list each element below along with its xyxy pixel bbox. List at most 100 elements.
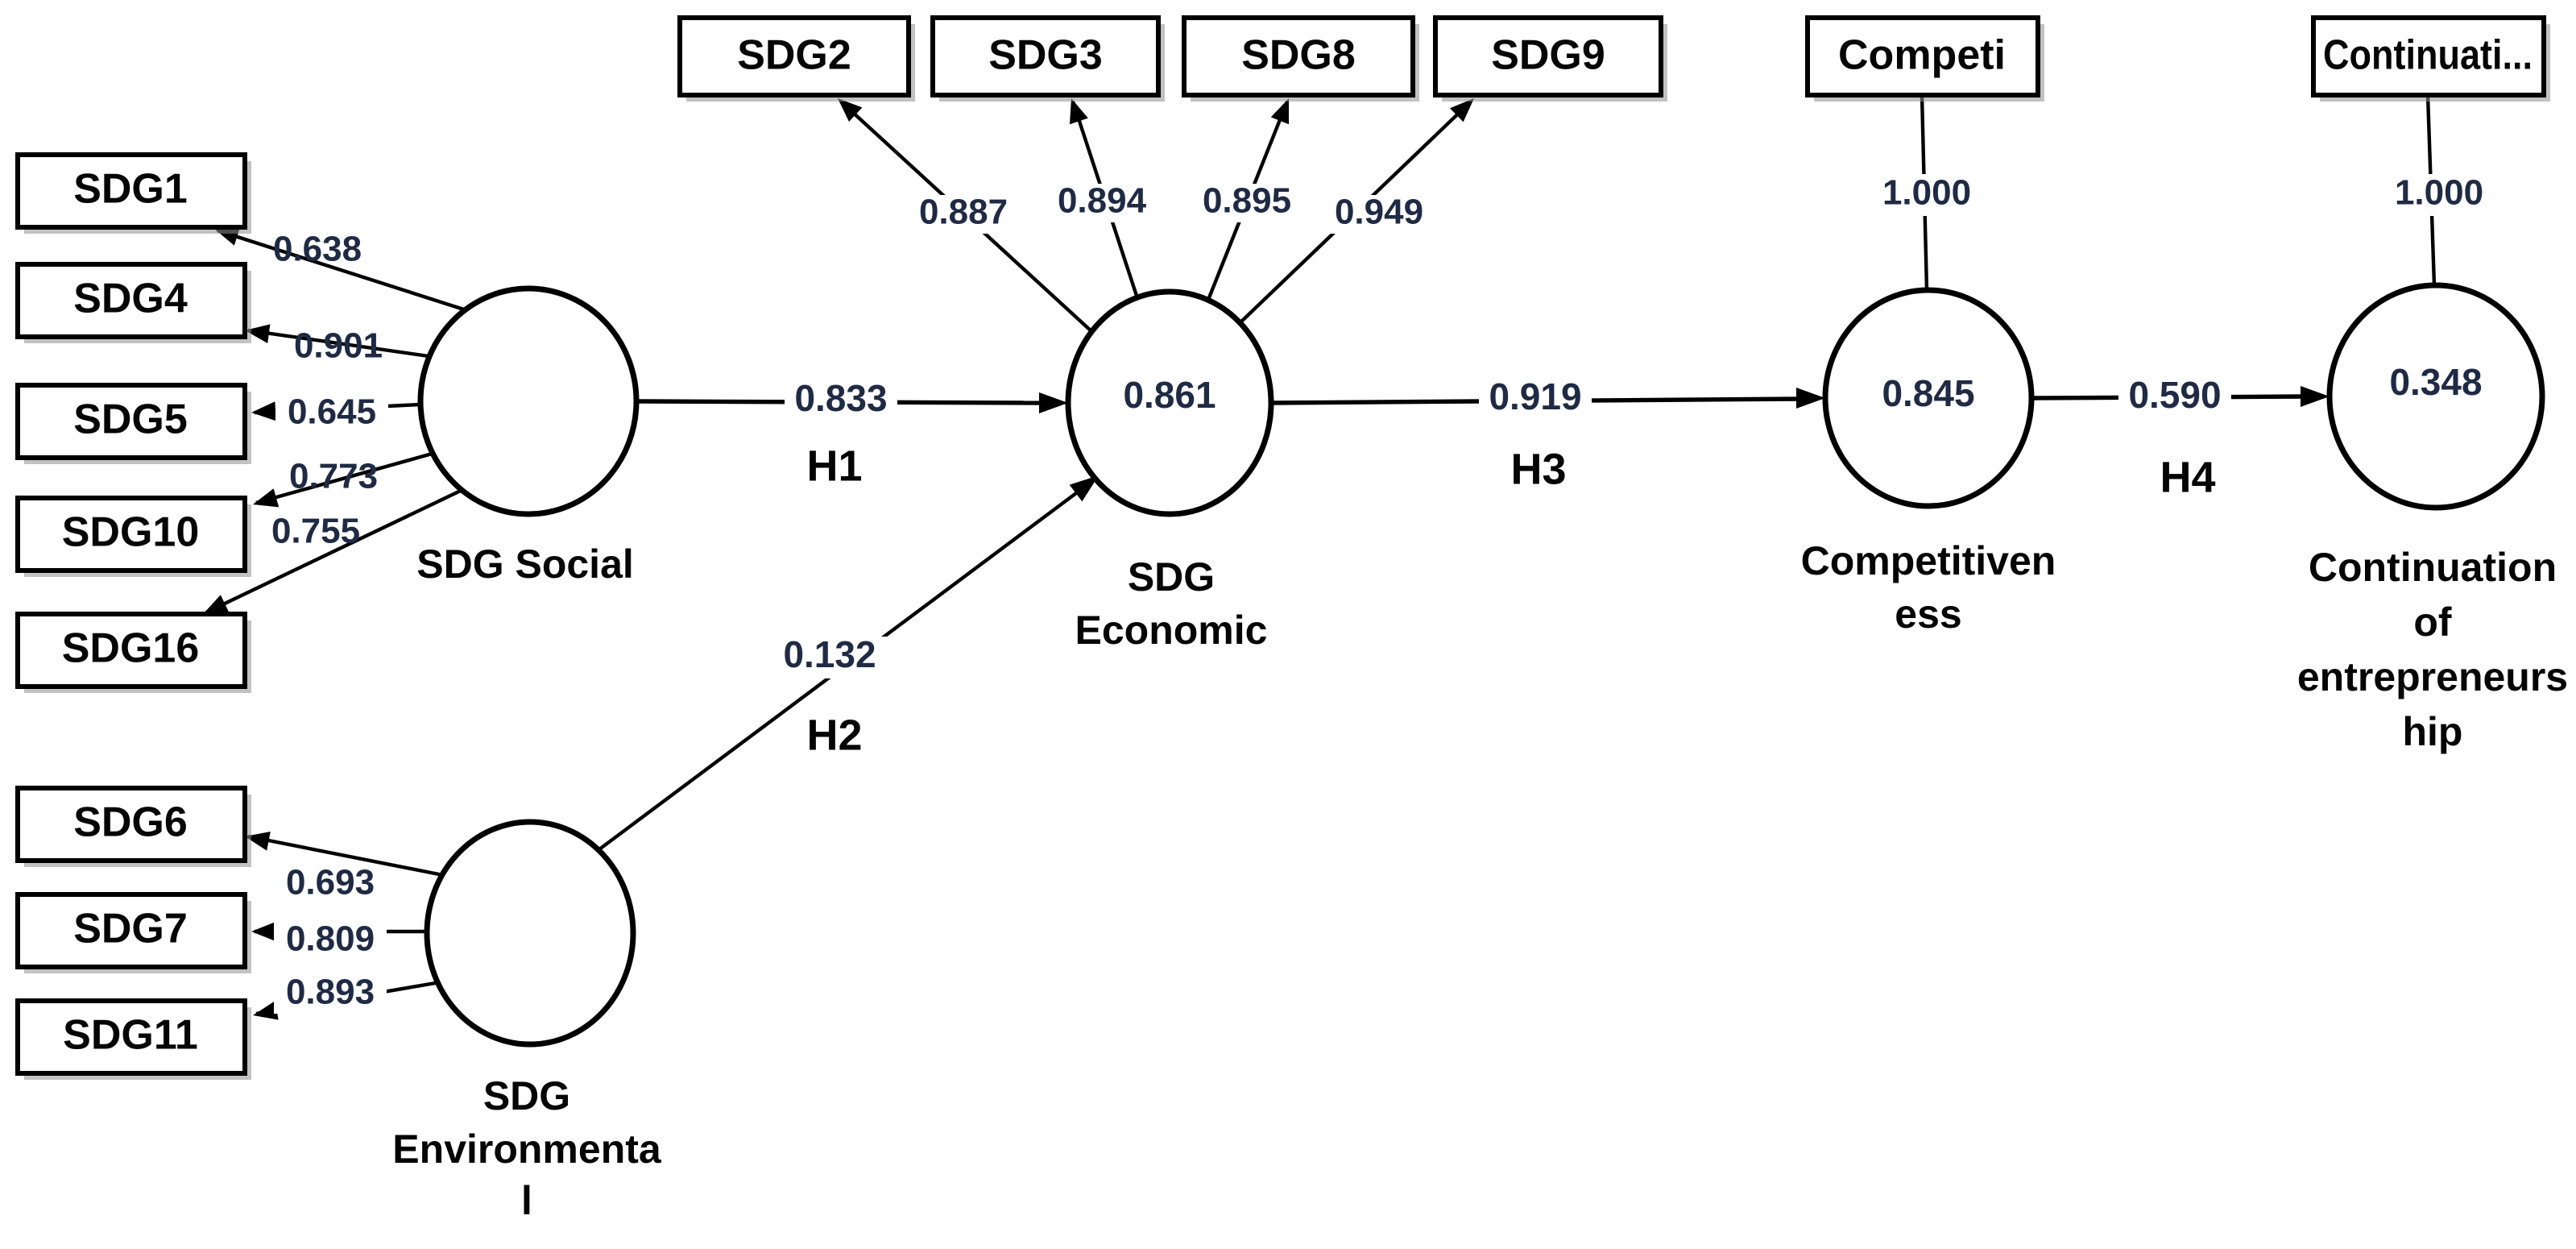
loading-arrow-sdg10: [253, 450, 436, 508]
loading-value-sdg2: 0.887: [919, 193, 1008, 232]
indicator-label: SDG5: [73, 396, 188, 443]
indicator-label: SDG9: [1491, 32, 1605, 79]
indicator-box-continuati: Continuati...: [2311, 15, 2550, 102]
indicator-label: SDG2: [737, 32, 851, 79]
path-coefficient-h4: 0.590: [2128, 374, 2221, 416]
loading-value-continuati: 1.000: [2395, 173, 2483, 213]
indicator-box-sdg5: SDG5: [15, 383, 251, 464]
loading-arrow-sdg16: [203, 487, 466, 614]
indicator-label: SDG10: [62, 509, 200, 556]
hypothesis-label-h3: H3: [1510, 445, 1566, 493]
path-coefficient-h1: 0.833: [794, 377, 887, 419]
indicator-box-sdg4: SDG4: [15, 262, 251, 343]
label-gap: [772, 637, 888, 678]
label-gap: [907, 195, 1020, 234]
construct-name: hip: [2403, 709, 2463, 754]
arrowhead-icon: [251, 401, 276, 421]
indicator-label: Continuati...: [2323, 32, 2533, 79]
loading-value-sdg5: 0.645: [288, 392, 376, 432]
label-gap: [274, 975, 387, 1014]
indicator-box-competi: Competi: [1805, 15, 2044, 102]
r-squared-value: 0.348: [2389, 361, 2482, 403]
construct-name: Continuation: [2309, 545, 2557, 590]
hypothesis-label-h4: H4: [2160, 453, 2215, 501]
construct-name: Environmenta: [392, 1127, 662, 1172]
indicator-label: Competi: [1838, 32, 2006, 79]
construct-oval: [1065, 288, 1274, 517]
construct-continuation: 0.348 Continuation of entrepreneurs hip: [2297, 282, 2568, 754]
path-coefficient-h2: 0.132: [783, 633, 876, 675]
construct-name: Competitiven: [1801, 538, 2056, 583]
arrowhead-icon: [838, 98, 863, 122]
arrowhead-icon: [251, 922, 275, 941]
r-squared-value: 0.861: [1123, 374, 1216, 416]
indicator-label: SDG4: [73, 276, 188, 322]
arrowhead-icon: [253, 1001, 279, 1020]
indicator-box-sdg7: SDG7: [15, 892, 251, 973]
loading-value-sdg9: 0.949: [1335, 193, 1423, 232]
label-gap: [1323, 195, 1435, 234]
loading-value-sdg16: 0.755: [271, 512, 360, 551]
loading-value-competi: 1.000: [1882, 173, 1971, 213]
construct-name: ess: [1895, 591, 1961, 637]
indicator-box-sdg1: SDG1: [15, 152, 251, 234]
construct-sdg-environmental: SDG Environmenta l: [392, 819, 662, 1223]
construct-name: l: [521, 1178, 532, 1223]
label-gap: [1870, 174, 1983, 216]
arrowhead-icon: [1270, 98, 1289, 125]
loading-value-sdg8: 0.895: [1203, 181, 1291, 221]
construct-name: of: [2413, 600, 2452, 645]
indicator-label: SDG7: [73, 906, 188, 952]
indicator-box-sdg6: SDG6: [15, 786, 251, 867]
arrowhead-icon: [253, 488, 280, 508]
indicator-label: SDG6: [73, 799, 188, 846]
construct-oval: [417, 285, 640, 517]
construct-oval: [424, 819, 636, 1048]
indicator-box-sdg11: SDG11: [15, 998, 251, 1080]
loading-value-sdg1: 0.638: [273, 230, 362, 269]
construct-name: entrepreneurs: [2297, 654, 2568, 699]
construct-name: SDG: [483, 1073, 570, 1118]
arrowhead-icon: [1796, 388, 1825, 409]
loading-value-sdg7: 0.809: [286, 919, 375, 959]
loading-value-sdg4: 0.901: [294, 326, 383, 366]
label-gap: [785, 380, 897, 422]
loading-value-sdg6: 0.693: [286, 863, 375, 903]
construct-name: SDG Social: [416, 542, 634, 587]
construct-competitiveness: 0.845 Competitiven ess: [1801, 287, 2056, 637]
indicator-box-sdg2: SDG2: [677, 15, 915, 102]
arrowhead-icon: [203, 595, 230, 614]
indicator-label: SDG16: [62, 625, 200, 672]
loading-value-sdg11: 0.893: [286, 973, 375, 1012]
arrowhead-icon: [1069, 475, 1099, 502]
indicator-label: SDG1: [73, 166, 188, 213]
loading-value-sdg10: 0.773: [289, 457, 378, 496]
indicator-box-sdg10: SDG10: [15, 496, 251, 577]
hypothesis-label-h1: H1: [806, 442, 862, 490]
indicator-box-sdg3: SDG3: [930, 15, 1165, 102]
indicator-box-sdg9: SDG9: [1433, 15, 1667, 102]
r-squared-value: 0.845: [1882, 372, 1974, 414]
loading-value-sdg3: 0.894: [1058, 181, 1147, 221]
construct-name: SDG: [1128, 554, 1215, 600]
construct-oval: [1822, 287, 2035, 509]
label-gap: [274, 922, 387, 961]
label-gap: [2383, 174, 2495, 216]
arrowhead-icon: [1039, 392, 1068, 413]
construct-oval: [2326, 282, 2545, 511]
indicator-label: SDG11: [63, 1012, 198, 1059]
indicator-box-sdg16: SDG16: [15, 612, 251, 693]
label-gap: [2118, 377, 2231, 419]
arrowhead-icon: [1450, 98, 1474, 122]
construct-sdg-economic: 0.861 SDG Economic: [1065, 288, 1274, 653]
hypothesis-label-h2: H2: [806, 711, 862, 759]
arrowhead-icon: [2301, 386, 2330, 407]
arrowhead-icon: [1070, 98, 1088, 125]
label-gap: [275, 395, 388, 434]
indicator-label: SDG8: [1241, 32, 1356, 79]
construct-name: Economic: [1075, 608, 1268, 653]
indicator-label: SDG3: [988, 32, 1103, 79]
path-coefficient-h3: 0.919: [1489, 376, 1581, 417]
label-gap: [1191, 184, 1303, 222]
